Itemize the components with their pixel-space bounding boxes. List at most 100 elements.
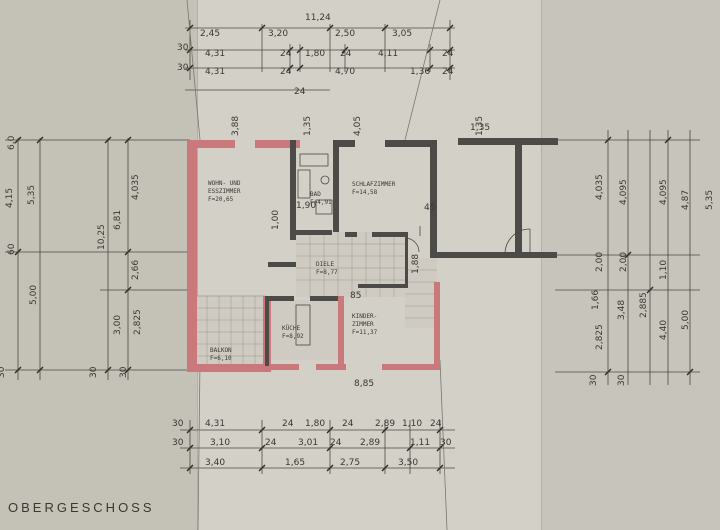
dimension-ticks — [14, 24, 694, 472]
dim-bottom-row2: 1,11 — [410, 438, 430, 448]
room-label-wohn: F=20,65 — [208, 196, 234, 203]
dim-right-inner: 2,885 — [639, 292, 649, 318]
dim-plan: 45 — [424, 203, 435, 213]
dim-bottom-row3: 2,75 — [340, 458, 360, 468]
fold-line-left — [197, 0, 198, 530]
dim-plan: 1,88 — [411, 254, 421, 274]
room-label-diele: DIELE — [316, 261, 334, 268]
dim-bottom-row3: 1,65 — [285, 458, 305, 468]
dim-bottom-row1: 1,80 — [305, 419, 325, 429]
dim-top-row3: 4,70 — [335, 67, 355, 77]
room-label-kinder: KINDER- — [352, 313, 377, 320]
dim-top-row3: 4,31 — [205, 67, 225, 77]
dim-left-outer: 5,00 — [29, 285, 39, 305]
dim-left-outer: 60 — [7, 243, 17, 255]
dim-bottom-row2: 30 — [172, 438, 184, 448]
dim-right-outer: 5,35 — [705, 190, 715, 210]
dim-bottom-row2: 3,10 — [210, 438, 230, 448]
dim-plan: 8,85 — [354, 379, 374, 389]
dim-top-small: 24 — [294, 87, 306, 97]
dim-bottom-row3: 3,50 — [398, 458, 418, 468]
top-dimension-lines — [5, 0, 700, 530]
room-label-kueche: F=8,92 — [282, 333, 304, 340]
dim-top-row2: 4,31 — [205, 49, 225, 59]
dim-left-outer: 6,0 — [7, 135, 17, 150]
room-label-kueche: KÜCHE — [282, 325, 300, 332]
dim-bottom-row3: 3,40 — [205, 458, 225, 468]
dim-bottom-row2: 3,01 — [298, 438, 318, 448]
dim-plan: 1,00 — [271, 210, 281, 230]
room-label-balkon: BALKON — [210, 347, 232, 354]
dim-plan: 3,88 — [231, 116, 241, 136]
dim-right-inner: 30 — [617, 374, 627, 386]
dim-top-row1: 3,05 — [392, 29, 412, 39]
dim-left-inner: 3,00 — [113, 315, 123, 335]
fold-line-right — [541, 0, 542, 530]
dim-plan: 1,35 — [470, 123, 490, 133]
dim-bottom-row2: 30 — [440, 438, 452, 448]
dim-top-row2: 1,80 — [305, 49, 325, 59]
doors-and-fixtures — [295, 153, 531, 346]
dim-top-row3: 24 — [280, 67, 292, 77]
dim-right-inner: 30 — [589, 374, 599, 386]
dim-bottom-row2: 24 — [330, 438, 342, 448]
dim-top-row1: 3,20 — [268, 29, 288, 39]
dim-bottom-row2: 24 — [265, 438, 277, 448]
dim-top-row2: 24 — [340, 49, 352, 59]
dim-plan: 4,05 — [353, 116, 363, 136]
dim-bottom-row1: 2,89 — [375, 419, 395, 429]
dim-left-inner: 2,825 — [133, 309, 143, 335]
dim-right-inner: 4,095 — [659, 179, 669, 205]
dim-top-row2: 24 — [442, 49, 454, 59]
dim-plan: 1,35 — [475, 116, 485, 136]
dim-top-row1: 2,45 — [200, 29, 220, 39]
dim-top-row3: 1,36 — [410, 67, 430, 77]
dim-top-side: 30 — [177, 63, 189, 73]
dim-left-inner: 4,035 — [131, 174, 141, 200]
dim-left-inner: 6,81 — [113, 210, 123, 230]
room-label-diele: F=8,77 — [316, 269, 338, 276]
dim-top-row3: 24 — [442, 67, 454, 77]
dim-right-outer: 4,87 — [681, 190, 691, 210]
room-label-kinder: ZIMMER — [352, 321, 374, 328]
dim-top-row2: 24 — [280, 49, 292, 59]
dim-left-outer: 4,15 — [5, 188, 15, 208]
room-label-schlaf: F=14,58 — [352, 189, 378, 196]
sheet-title: OBERGESCHOSS — [8, 500, 155, 515]
dim-left-inner: 30 — [89, 366, 99, 378]
dim-left-outer: 30 — [0, 366, 7, 378]
dim-top-row2: 4,11 — [378, 49, 398, 59]
paper-panel-left — [0, 0, 197, 530]
dim-bottom-row1: 4,31 — [205, 419, 225, 429]
room-label-wohn: WOHN- UND — [208, 180, 241, 187]
dim-right-inner: 4,095 — [619, 179, 629, 205]
dim-left-inner: 2,66 — [131, 260, 141, 280]
dim-bottom-row1: 30 — [172, 419, 184, 429]
dim-left-inner: 10,25 — [97, 224, 107, 250]
dim-top-side: 30 — [177, 43, 189, 53]
room-label-bad: F=4,91 — [310, 199, 332, 206]
room-label-schlaf: SCHLAFZIMMER — [352, 181, 396, 188]
room-label-balkon: F=6,10 — [210, 355, 232, 362]
dim-top-row1: 2,50 — [335, 29, 355, 39]
dim-right-inner: 4,035 — [595, 174, 605, 200]
inner-walls — [265, 138, 558, 366]
dim-bottom-row1: 24 — [282, 419, 294, 429]
dim-right-inner: 1,10 — [659, 260, 669, 280]
dim-plan: 1,35 — [303, 116, 313, 136]
dim-bottom-row1: 24 — [342, 419, 354, 429]
room-label-kinder: F=11,37 — [352, 329, 378, 336]
dim-bottom-row1: 24 — [430, 419, 442, 429]
room-label-wohn: ESSZIMMER — [208, 188, 241, 195]
dim-right-inner: 2,825 — [595, 324, 605, 350]
dim-right-outer: 5,00 — [681, 310, 691, 330]
dim-right-inner: 3,48 — [617, 300, 627, 320]
dim-right-inner: 2,00 — [595, 252, 605, 272]
room-label-bad: BAD — [310, 191, 321, 198]
dim-bottom-row2: 2,89 — [360, 438, 380, 448]
dim-plan: 85 — [350, 291, 361, 301]
